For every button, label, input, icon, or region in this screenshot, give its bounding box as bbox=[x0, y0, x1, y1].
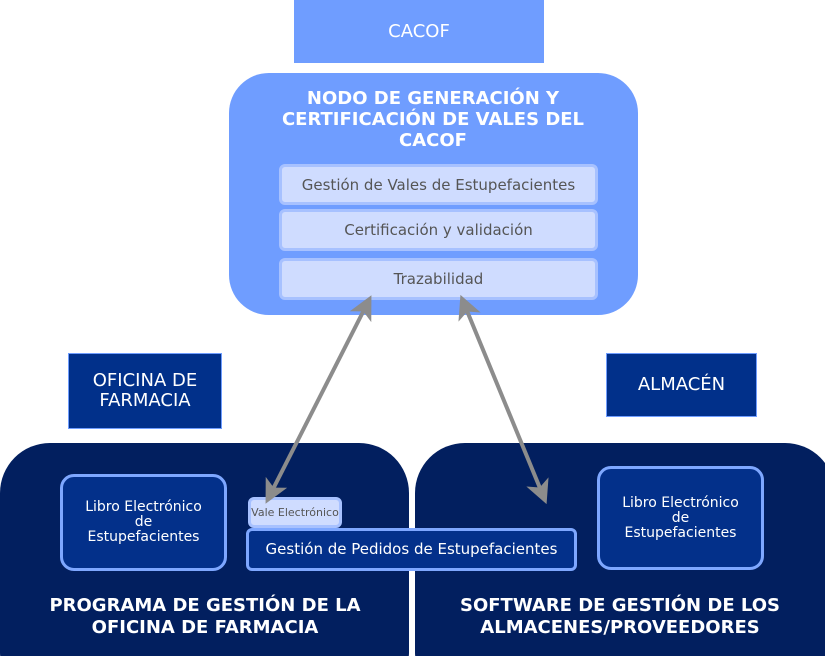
almacen-label: ALMACÉN bbox=[606, 353, 757, 417]
node-item-trazabilidad: Trazabilidad bbox=[279, 258, 598, 300]
warehouse-cacof-arrow bbox=[458, 294, 549, 505]
cacof-label: CACOF bbox=[294, 0, 544, 63]
pharmacy-libro-box: Libro Electrónico de Estupefacientes bbox=[60, 474, 227, 571]
gestion-pedidos-box: Gestión de Pedidos de Estupefacientes bbox=[246, 528, 577, 571]
pharmacy-panel-title: PROGRAMA DE GESTIÓN DE LA OFICINA DE FAR… bbox=[49, 595, 361, 638]
node-item-certificacion: Certificación y validación bbox=[279, 209, 598, 251]
warehouse-panel-title: SOFTWARE DE GESTIÓN DE LOS ALMACENES/PRO… bbox=[460, 595, 780, 638]
warehouse-libro-box: Libro Electrónico de Estupefacientes bbox=[597, 466, 764, 570]
node-item-gestion-vales: Gestión de Vales de Estupefacientes bbox=[279, 164, 598, 205]
pharmacy-cacof-arrow bbox=[265, 295, 372, 504]
node-title: NODO DE GENERACIÓN Y CERTIFICACIÓN DE VA… bbox=[281, 87, 585, 151]
oficina-label: OFICINA DE FARMACIA bbox=[68, 353, 222, 429]
